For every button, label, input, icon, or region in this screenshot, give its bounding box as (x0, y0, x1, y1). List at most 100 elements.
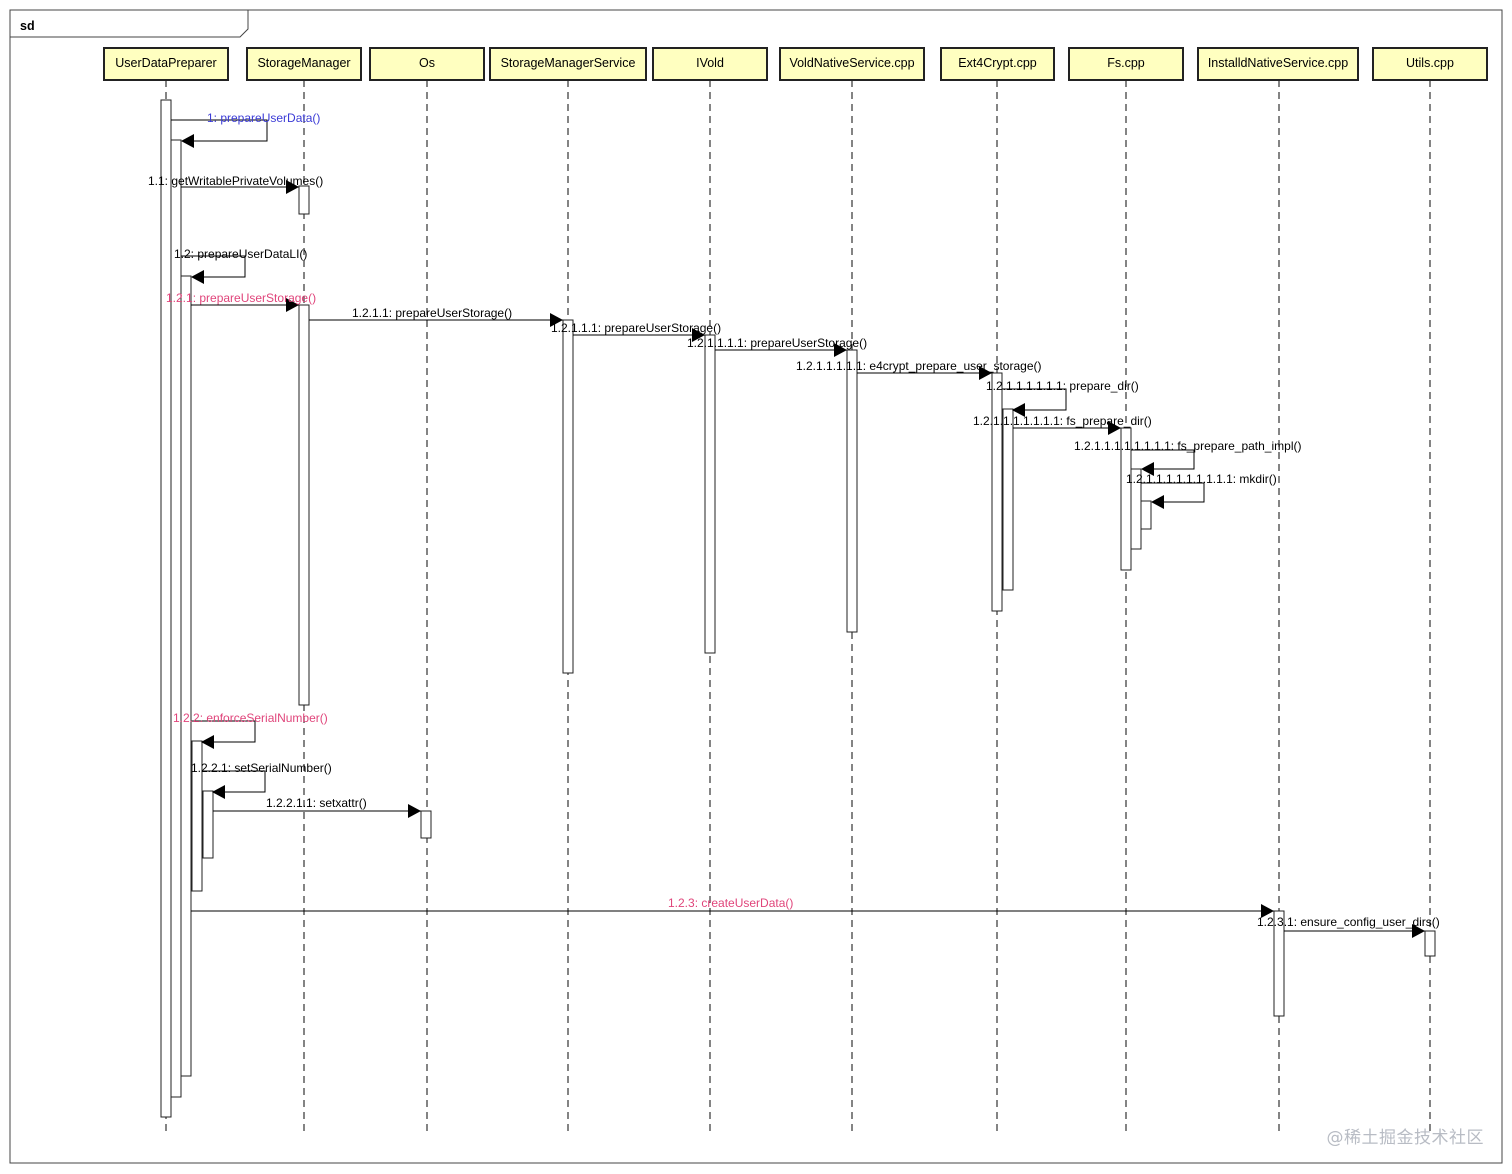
arrow-head (408, 804, 421, 818)
lifeline-header-box[interactable] (652, 47, 768, 81)
activation-bar (846, 349, 858, 633)
arrow-head (286, 298, 299, 312)
lifeline-utils: Utils.cpp (1372, 47, 1488, 1132)
lifeline-header-box[interactable] (369, 47, 485, 81)
message: 1.2.1.1.1: prepareUserStorage() (551, 321, 721, 342)
lifeline-header-box[interactable] (103, 47, 229, 81)
arrow-head (1151, 495, 1164, 509)
self-message-line (191, 720, 256, 743)
activation-bar (170, 139, 182, 1098)
lifeline-ivold: IVold (652, 47, 768, 1132)
lifeline-header-label: UserDataPreparer (115, 56, 216, 70)
message-label: 1.1: getWritablePrivateVolumes() (148, 174, 323, 188)
lifeline-header-label: Fs.cpp (1107, 56, 1145, 70)
activation-bar (191, 740, 203, 892)
watermark: @稀土掘金技术社区 (1326, 1128, 1484, 1148)
lifeline-header-label: Utils.cpp (1406, 56, 1454, 70)
self-message-line (1141, 482, 1205, 503)
arrow-head (191, 270, 204, 284)
lifeline-header-label: Ext4Crypt.cpp (958, 56, 1037, 70)
activation-bar (1424, 930, 1436, 957)
activation-bar (1002, 408, 1014, 591)
message-label: 1.2.2.1.1: setxattr() (266, 796, 367, 810)
lifeline-vns: VoldNativeService.cpp (779, 47, 925, 1132)
message: 1.2.1.1.1.1.1.1.1.1.1: mkdir() (1126, 472, 1277, 509)
arrow-head (1412, 924, 1425, 938)
lifeline-header-label: InstalldNativeService.cpp (1208, 56, 1348, 70)
lifelines: UserDataPreparer StorageManager Os StorageM… (103, 47, 1488, 1132)
arrow-head (1261, 904, 1274, 918)
message-label: 1.2.1.1.1.1.1.1.1.1: fs_prepare_path_imp… (1074, 439, 1301, 453)
arrow-head (1141, 462, 1154, 476)
activation-bar (1273, 910, 1285, 1017)
activation-bar (180, 275, 192, 1077)
lifeline-fs: Fs.cpp (1068, 47, 1184, 1132)
message: 1.2: prepareUserDataLI() (174, 247, 307, 284)
lifeline-e4c: Ext4Crypt.cpp (940, 47, 1055, 1132)
message-label: 1.2.1.1.1.1.1: e4crypt_prepare_user_stor… (796, 359, 1041, 373)
message-label: 1.2.1.1.1.1.1.1.1: fs_prepare_dir() (973, 414, 1152, 428)
message: 1.2.1.1.1.1.1.1.1: fs_prepare_dir() (973, 414, 1152, 435)
messages: 1: prepareUserData() 1.1: getWritablePriv… (148, 111, 1440, 938)
message-label: 1.2.3: createUserData() (668, 896, 793, 910)
lifeline-os: Os (369, 47, 485, 1132)
arrow-head (286, 180, 299, 194)
message: 1.2.1.1.1.1.1.1: prepare_dir() (986, 379, 1139, 417)
message: 1.2.3.1: ensure_config_user_dirs() (1257, 915, 1440, 938)
message-label: 1.2: prepareUserDataLI() (174, 247, 307, 261)
activation-bar (160, 99, 172, 1118)
arrow-head (1108, 421, 1121, 435)
arrow-head (550, 313, 563, 327)
lifeline-header-box[interactable] (940, 47, 1055, 81)
self-message-line (181, 255, 246, 278)
lifeline-sms: StorageManagerService (489, 47, 647, 1132)
self-message-line (171, 119, 268, 142)
message-label: 1.2.1.1: prepareUserStorage() (352, 306, 512, 320)
lifeline-header-box[interactable] (1372, 47, 1488, 81)
message-label: 1.2.1.1.1.1.1.1: prepare_dir() (986, 379, 1139, 393)
lifeline-header-box[interactable] (246, 47, 362, 81)
activations (160, 99, 1436, 1118)
arrow-head (979, 366, 992, 380)
message: 1.2.1.1.1.1: prepareUserStorage() (687, 336, 867, 357)
message: 1.2.2.1.1: setxattr() (213, 796, 421, 818)
message-label: 1.2.1: prepareUserStorage() (166, 291, 316, 305)
message: 1.1: getWritablePrivateVolumes() (148, 174, 323, 194)
lifeline-sm: StorageManager (246, 47, 362, 1132)
message-label: 1.2.2.1: setSerialNumber() (191, 761, 332, 775)
arrow-head (212, 785, 225, 799)
message: 1.2.2.1: setSerialNumber() (191, 761, 332, 799)
activation-bar (1140, 500, 1152, 530)
message: 1.2.3: createUserData() (191, 896, 1274, 918)
message-label: 1.2.1.1.1.1.1.1.1.1.1: mkdir() (1126, 472, 1277, 486)
activation-bar (562, 319, 574, 674)
lifeline-header-box[interactable] (1068, 47, 1184, 81)
self-message-line (1002, 388, 1067, 411)
lifeline-header-label: StorageManager (257, 56, 350, 70)
message: 1.2.1: prepareUserStorage() (166, 291, 316, 312)
frame-label: sd (20, 19, 35, 33)
lifeline-header-box[interactable] (779, 47, 925, 81)
message-label: 1.2.1.1.1.1: prepareUserStorage() (687, 336, 867, 350)
message: 1.2.1.1.1.1.1: e4crypt_prepare_user_stor… (796, 359, 1041, 380)
activation-bar (298, 185, 310, 215)
message-label: 1.2.1.1.1: prepareUserStorage() (551, 321, 721, 335)
lifeline-header-box[interactable] (1197, 47, 1359, 81)
self-message-line (202, 770, 266, 793)
activation-bar (298, 304, 310, 706)
lifeline-header-label: StorageManagerService (501, 56, 636, 70)
arrow-head (1012, 403, 1025, 417)
lifeline-header-label: IVold (696, 56, 724, 70)
arrow-head (201, 735, 214, 749)
message: 1: prepareUserData() (171, 111, 320, 148)
activation-bar (420, 810, 432, 839)
diagram-frame (9, 9, 1503, 1164)
self-message-line (1131, 449, 1195, 470)
message: 1.2.1.1.1.1.1.1.1.1: fs_prepare_path_imp… (1074, 439, 1301, 476)
message-label: 1.2.3.1: ensure_config_user_dirs() (1257, 915, 1440, 929)
message-label: 1: prepareUserData() (207, 111, 320, 125)
lifeline-header-box[interactable] (489, 47, 647, 81)
activation-bar (991, 372, 1003, 612)
lifeline-header-label: VoldNativeService.cpp (789, 56, 914, 70)
